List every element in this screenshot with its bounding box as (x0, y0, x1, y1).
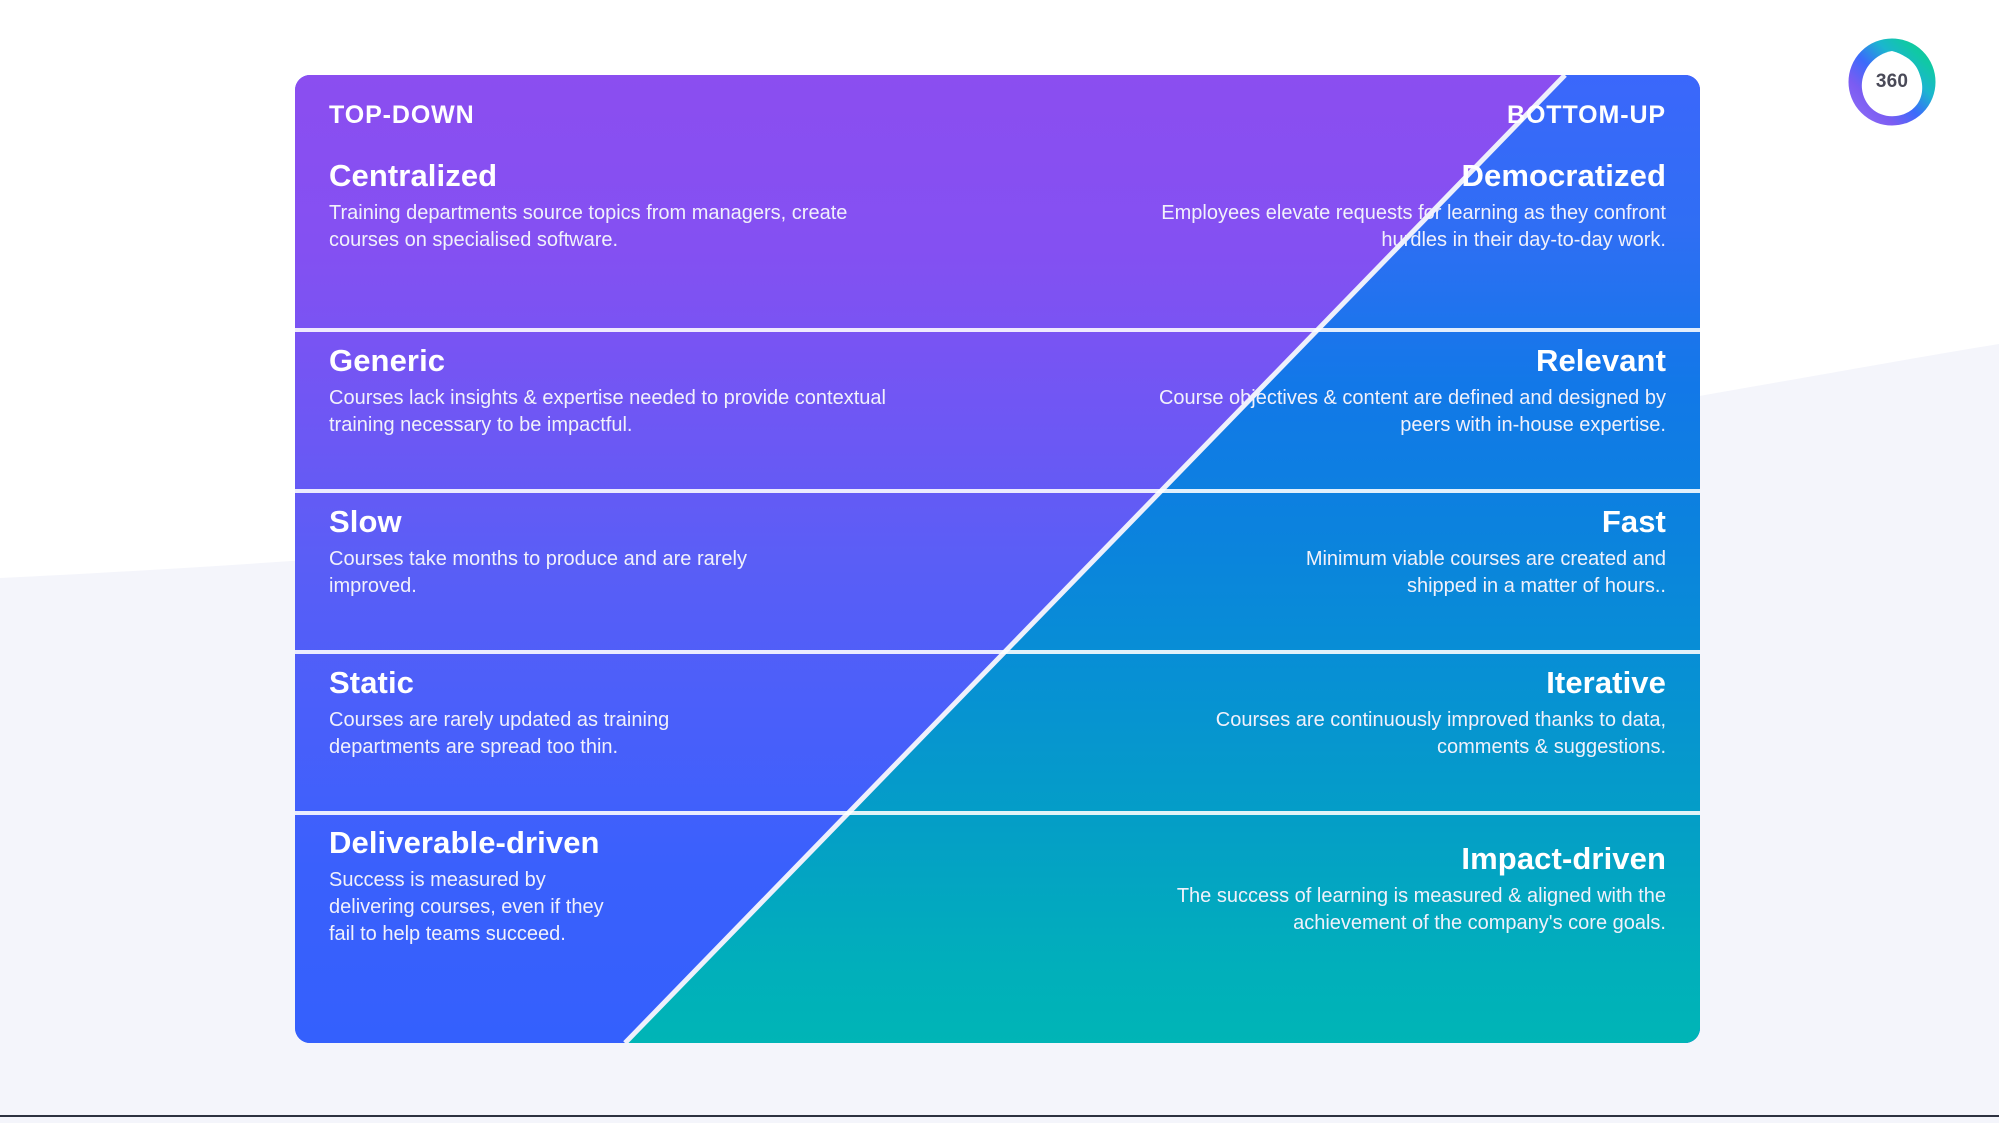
matrix-row-1: TOP-DOWN Centralized Training department… (295, 101, 1700, 254)
cell-bottom-up-4: Iterative Courses are continuously impro… (998, 665, 1701, 761)
row-1-left-title: Centralized (329, 158, 498, 193)
cell-bottom-up-5: Impact-driven The success of learning is… (998, 825, 1701, 948)
row-5-left-title: Deliverable-driven (329, 825, 600, 860)
row-3-left-title: Slow (329, 504, 402, 539)
row-5-right-description: The success of learning is measured & al… (1176, 884, 1666, 934)
bottom-up-heading: BOTTOM-UP (1506, 101, 1666, 129)
matrix-row-5: Deliverable-driven Success is measured b… (295, 825, 1700, 948)
row-2-left-title: Generic (329, 343, 446, 378)
row-2-left-description: Courses lack insights & expertise needed… (329, 386, 886, 436)
row-2-right-description: Course objectives & content are defined … (1158, 386, 1666, 436)
cell-top-down-4: Static Courses are rarely updated as tra… (295, 665, 998, 761)
row-4-right-title: Iterative (1546, 665, 1666, 700)
row-3-left-description: Courses take months to produce and are r… (329, 547, 747, 597)
bottom-divider-rule (0, 1115, 1999, 1117)
logo-ring-icon (1848, 38, 1936, 126)
matrix-row-4: Static Courses are rarely updated as tra… (295, 665, 1700, 761)
row-4-left-title: Static (329, 665, 415, 700)
cell-top-down-1: TOP-DOWN Centralized Training department… (295, 101, 998, 254)
row-1-right-title: Democratized (1461, 158, 1666, 193)
row-1-left-description: Training departments source topics from … (329, 201, 848, 251)
matrix-rows: TOP-DOWN Centralized Training department… (295, 75, 1700, 1043)
comparison-matrix: TOP-DOWN Centralized Training department… (295, 75, 1700, 1043)
row-1-right-description: Employees elevate requests for learning … (1161, 201, 1666, 251)
row-5-left-description: Success is measured by delivering course… (329, 868, 604, 946)
row-2-right-title: Relevant (1535, 343, 1666, 378)
matrix-row-3: Slow Courses take months to produce and … (295, 504, 1700, 600)
row-4-right-description: Courses are continuously improved thanks… (1215, 708, 1666, 758)
cell-bottom-up-2: Relevant Course objectives & content are… (998, 343, 1701, 439)
logo-360[interactable]: 360 (1842, 32, 1942, 132)
cell-top-down-5: Deliverable-driven Success is measured b… (295, 825, 998, 948)
row-4-left-description: Courses are rarely updated as training d… (329, 708, 670, 758)
row-5-right-title: Impact-driven (1461, 841, 1666, 876)
cell-bottom-up-3: Fast Minimum viable courses are created … (998, 504, 1701, 600)
row-3-right-title: Fast (1601, 504, 1666, 539)
matrix-row-2: Generic Courses lack insights & expertis… (295, 343, 1700, 439)
cell-top-down-2: Generic Courses lack insights & expertis… (295, 343, 998, 439)
cell-top-down-3: Slow Courses take months to produce and … (295, 504, 998, 600)
logo-label: 360 (1875, 71, 1909, 92)
cell-bottom-up-1: BOTTOM-UP Democratized Employees elevate… (998, 101, 1701, 254)
top-down-heading: TOP-DOWN (329, 101, 475, 129)
row-3-right-description: Minimum viable courses are created and s… (1305, 547, 1666, 597)
